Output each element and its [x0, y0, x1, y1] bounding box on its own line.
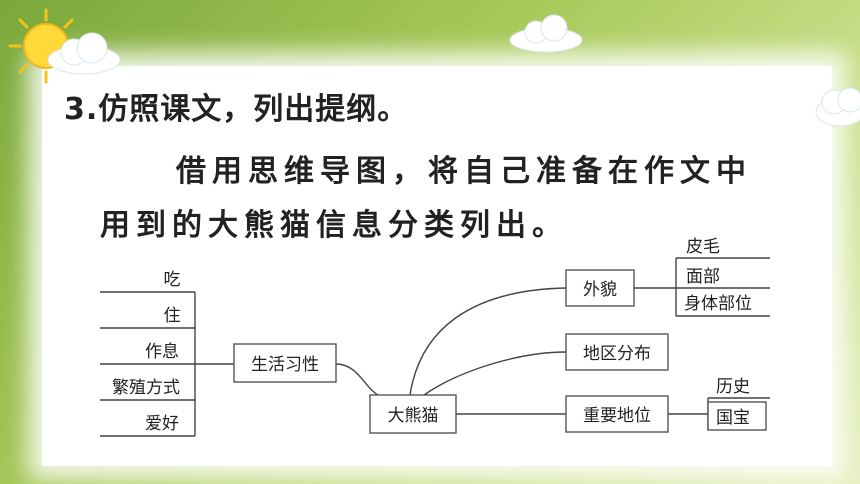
branch-label: 地区分布	[583, 344, 651, 364]
leaf-label: 皮毛	[686, 237, 720, 257]
center-box	[369, 394, 457, 434]
leaf-label: 身体部位	[684, 294, 752, 314]
leaf-label: 国宝	[716, 408, 750, 428]
appearance-leaf-lines	[634, 257, 770, 317]
heading: 3.仿照课文，列出提纲。	[64, 92, 409, 127]
left-leaf-lines	[100, 291, 236, 437]
leaf-label: 住	[164, 306, 181, 326]
cloud-icon	[509, 14, 583, 53]
connector-distribution	[423, 351, 567, 396]
branch-box-appearance	[565, 269, 635, 307]
leaf-label: 繁殖方式	[112, 378, 180, 398]
branch-box-habits	[233, 343, 337, 383]
paragraph-line-1: 借用思维导图，将自己准备在作文中	[176, 154, 752, 189]
branch-label: 重要地位	[583, 406, 651, 426]
leaf-box-treasure	[707, 401, 767, 431]
branch-label: 生活习性	[251, 355, 319, 375]
connector-left	[335, 363, 385, 399]
connector-appearance	[409, 287, 567, 396]
leaf-label: 面部	[686, 267, 720, 287]
center-label: 大熊猫	[388, 406, 439, 426]
branch-box-distribution	[565, 333, 669, 371]
cloud-icon	[815, 87, 860, 127]
branch-label: 外貌	[583, 280, 617, 300]
paragraph-line-2: 用到的大熊猫信息分类列出。	[100, 208, 568, 243]
leaf-label: 作息	[145, 342, 179, 362]
cloud-icon	[47, 32, 121, 75]
branch-box-status	[565, 395, 669, 433]
leaf-label: 爱好	[145, 414, 179, 434]
leaf-label: 吃	[164, 270, 181, 290]
leaf-label: 历史	[716, 377, 750, 397]
